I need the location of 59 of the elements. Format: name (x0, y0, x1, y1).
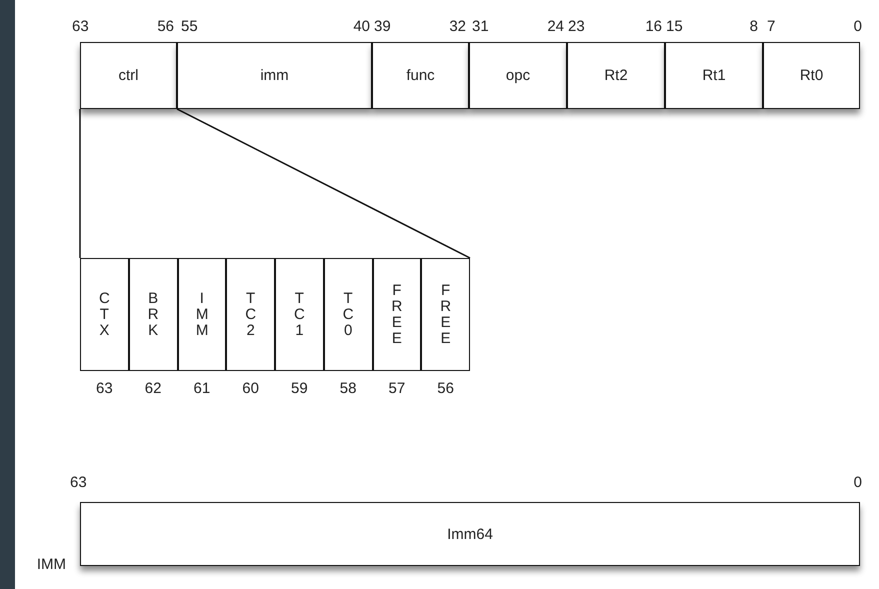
bit-number: 15 (666, 18, 683, 35)
field-name: Rt1 (702, 67, 726, 84)
field-name: imm (260, 67, 289, 84)
bit-flag-box (421, 258, 470, 371)
field-name: Rt2 (604, 67, 628, 84)
bit-flag-box (324, 258, 372, 371)
field-name: Rt0 (800, 67, 824, 84)
bit-number: 60 (242, 380, 259, 397)
bit-number: 63 (70, 474, 87, 491)
bit-number: 40 (353, 18, 370, 35)
bit-number: 0 (854, 18, 862, 35)
bit-field-box (177, 42, 372, 109)
bit-number: 55 (181, 18, 198, 35)
bit-field-box (469, 42, 567, 109)
bit-number: 0 (854, 474, 862, 491)
bit-number: 16 (645, 18, 662, 35)
bit-number: 62 (144, 380, 162, 397)
bit-number: 7 (767, 18, 776, 35)
bit-flag-box (128, 258, 178, 371)
bit-number: 57 (388, 380, 406, 397)
bit-number: 63 (72, 18, 89, 35)
field-name: F R E E (440, 282, 452, 346)
bit-flag-box (226, 258, 275, 371)
bit-number: 58 (340, 380, 356, 397)
field-name: T C 1 (293, 290, 306, 338)
field-name: opc (506, 67, 530, 84)
field-name: Imm64 (447, 526, 493, 542)
bit-number: 63 (96, 380, 113, 397)
field-name: I M M (196, 290, 208, 338)
bit-number: 61 (194, 380, 210, 397)
field-name: F R E E (390, 282, 403, 346)
field-name: T C 2 (244, 290, 257, 338)
bit-number: 59 (291, 380, 308, 397)
bit-number: 56 (157, 18, 174, 35)
field-name: B R K (147, 290, 160, 338)
field-name: T C 0 (342, 290, 354, 338)
bit-number: 39 (374, 18, 391, 35)
bit-flag-box (80, 258, 129, 371)
format-name: IMM (36, 556, 66, 573)
field-name: func (406, 67, 435, 84)
bit-flag-box (372, 258, 422, 371)
bit-field-box (665, 42, 763, 109)
bit-field-box (567, 42, 665, 109)
bit-field-box (372, 42, 469, 109)
bit-number: 31 (472, 18, 489, 35)
field-name: ctrl (118, 67, 138, 84)
bit-number: 23 (568, 18, 585, 35)
expansion-line (79, 109, 81, 258)
bit-field-box (763, 42, 860, 109)
bit-field-box (80, 42, 177, 109)
bit-field-box (80, 502, 860, 566)
bit-number: 24 (547, 18, 564, 35)
bit-number: 32 (449, 18, 466, 35)
bit-flag-box (178, 258, 226, 371)
bit-flag-box (275, 258, 324, 371)
expansion-line (176, 108, 470, 259)
bit-number: 56 (437, 380, 454, 397)
field-name: C T X (98, 290, 110, 338)
bit-number: 8 (750, 18, 758, 35)
